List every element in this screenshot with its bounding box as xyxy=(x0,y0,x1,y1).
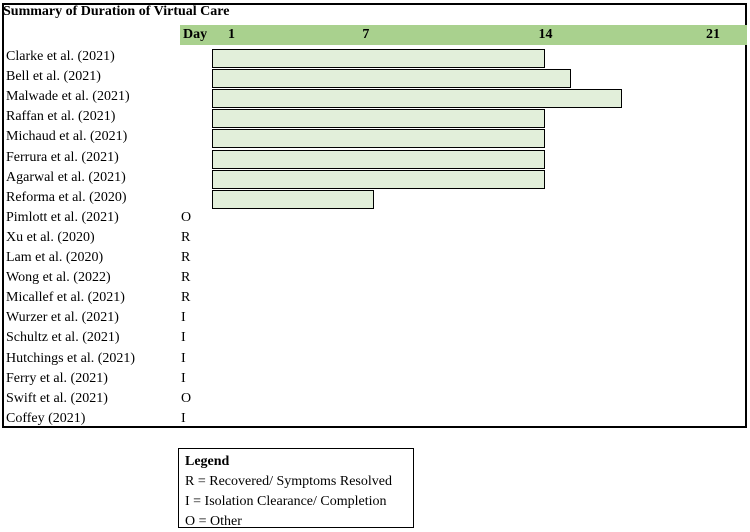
legend-title: Legend xyxy=(185,454,230,469)
duration-bar xyxy=(212,69,572,89)
outcome-code: O xyxy=(181,209,192,225)
study-label: Wong et al. (2022) xyxy=(6,270,111,286)
study-label: Coffey (2021) xyxy=(6,410,86,426)
x-tick-label: 7 xyxy=(362,27,370,42)
outcome-code: I xyxy=(181,370,186,386)
outcome-code: R xyxy=(181,290,191,306)
study-label: Agarwal et al. (2021) xyxy=(6,169,126,185)
outcome-code: I xyxy=(181,410,186,426)
study-label: Clarke et al. (2021) xyxy=(6,49,115,64)
study-label: Ferry et al. (2021) xyxy=(6,370,108,386)
chart-frame xyxy=(2,3,747,428)
duration-bar xyxy=(212,109,546,129)
study-label: Schultz et al. (2021) xyxy=(6,330,120,346)
outcome-code: R xyxy=(181,270,191,286)
study-label: Wurzer et al. (2021) xyxy=(6,310,119,326)
outcome-code: I xyxy=(181,350,186,366)
outcome-code: R xyxy=(181,250,191,265)
legend: Legend R = Recovered/ Symptoms Resolved … xyxy=(178,448,414,529)
study-label: Malwade et al. (2021) xyxy=(6,89,130,105)
study-label: Ferrura et al. (2021) xyxy=(6,149,119,165)
study-label: Reforma et al. (2020) xyxy=(6,189,127,205)
study-label: Raffan et al. (2021) xyxy=(6,109,116,125)
day-header-band xyxy=(180,25,747,45)
x-tick-label: 21 xyxy=(706,27,720,42)
duration-bar xyxy=(212,149,546,169)
study-label: Hutchings et al. (2021) xyxy=(6,350,136,366)
study-label: Michaud et al. (2021) xyxy=(6,129,128,145)
outcome-code: O xyxy=(181,390,192,406)
outcome-code: R xyxy=(181,229,191,245)
legend-item-isolation: I = Isolation Clearance/ Completion xyxy=(185,494,387,509)
study-label: Xu et al. (2020) xyxy=(6,229,95,245)
outcome-code: I xyxy=(181,330,186,346)
x-tick-label: 14 xyxy=(538,27,553,42)
outcome-code: I xyxy=(181,310,186,326)
duration-bar xyxy=(212,129,546,149)
legend-item-recovered: R = Recovered/ Symptoms Resolved xyxy=(185,474,392,489)
chart-title: Summary of Duration of Virtual Care xyxy=(3,4,230,19)
study-label: Micallef et al. (2021) xyxy=(6,290,125,306)
legend-item-other: O = Other xyxy=(185,514,242,529)
study-label: Swift et al. (2021) xyxy=(6,390,108,406)
duration-bar xyxy=(212,189,374,209)
study-label: Lam et al. (2020) xyxy=(6,250,104,265)
study-label: Bell et al. (2021) xyxy=(6,69,101,85)
duration-bar xyxy=(212,89,623,109)
study-label: Pimlott et al. (2021) xyxy=(6,209,119,225)
duration-bar xyxy=(212,169,546,189)
x-tick-label: 1 xyxy=(228,27,235,42)
day-header-label: Day xyxy=(183,27,208,42)
duration-bar xyxy=(212,49,546,68)
